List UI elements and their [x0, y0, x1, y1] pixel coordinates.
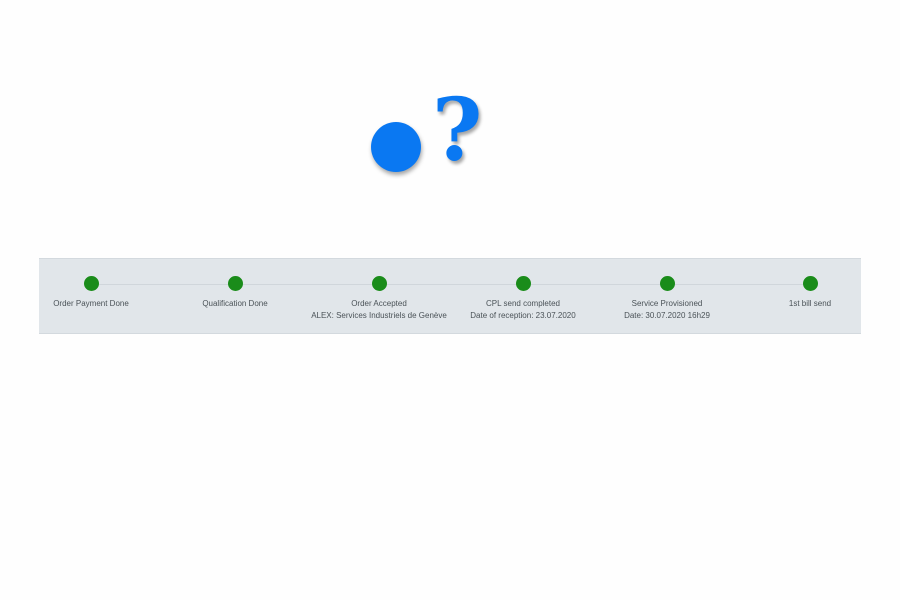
- blue-dot-icon: [371, 122, 421, 172]
- step-detail: ALEX: Services Industriels de Genève: [311, 311, 447, 320]
- step-complete-node: [83, 276, 99, 291]
- step-complete-node: [802, 276, 818, 291]
- progress-line: [91, 284, 811, 285]
- step-detail: Date of reception: 23.07.2020: [470, 311, 576, 320]
- question-graphic: ?: [368, 88, 508, 196]
- step-order-accepted: Order Accepted ALEX: Services Industriel…: [299, 259, 459, 322]
- step-complete-node: [371, 276, 387, 291]
- question-mark-icon: ?: [432, 80, 483, 181]
- step-complete-node: [515, 276, 531, 291]
- step-label: Qualification Done: [202, 299, 268, 308]
- step-qualification-done: Qualification Done: [155, 259, 315, 310]
- step-first-bill-send: 1st bill send: [730, 259, 890, 310]
- step-service-provisioned: Service Provisioned Date: 30.07.2020 16h…: [587, 259, 747, 322]
- step-label: Service Provisioned: [631, 299, 703, 308]
- step-label: Order Accepted: [351, 299, 407, 308]
- step-complete-node: [227, 276, 243, 291]
- step-order-payment-done: Order Payment Done: [11, 259, 171, 310]
- step-cpl-send-completed: CPL send completed Date of reception: 23…: [443, 259, 603, 322]
- step-complete-node: [659, 276, 675, 291]
- step-label: 1st bill send: [788, 299, 832, 308]
- step-detail: Date: 30.07.2020 16h29: [624, 311, 710, 320]
- order-progress-tracker: Order Payment Done Qualification Done Or…: [39, 258, 861, 334]
- step-label: Order Payment Done: [53, 299, 129, 308]
- step-label: CPL send completed: [486, 299, 560, 308]
